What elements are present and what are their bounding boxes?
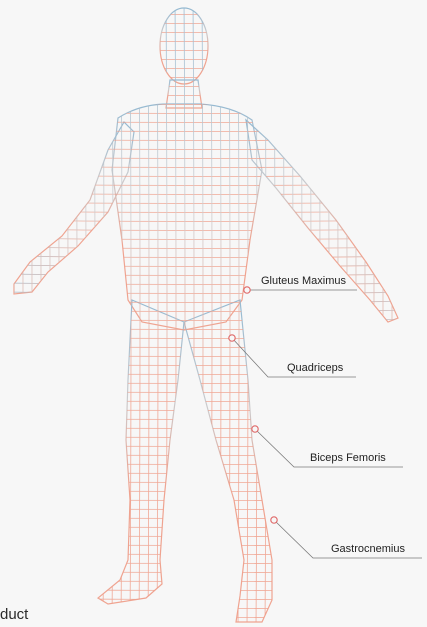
callout-lines xyxy=(229,287,422,558)
callout-label-biceps-femoris: Biceps Femoris xyxy=(310,452,386,465)
callout-label-gluteus-maximus: Gluteus Maximus xyxy=(261,275,346,288)
body-silhouette xyxy=(14,8,398,622)
callout-dot-gastrocnemius xyxy=(271,517,277,523)
callout-dot-gluteus-maximus xyxy=(244,287,250,293)
callout-dot-quadriceps xyxy=(229,335,235,341)
callout-dot-biceps-femoris xyxy=(252,426,258,432)
footer-text: duct xyxy=(0,606,28,623)
callout-label-gastrocnemius: Gastrocnemius xyxy=(331,543,405,556)
callout-label-quadriceps: Quadriceps xyxy=(287,362,343,375)
